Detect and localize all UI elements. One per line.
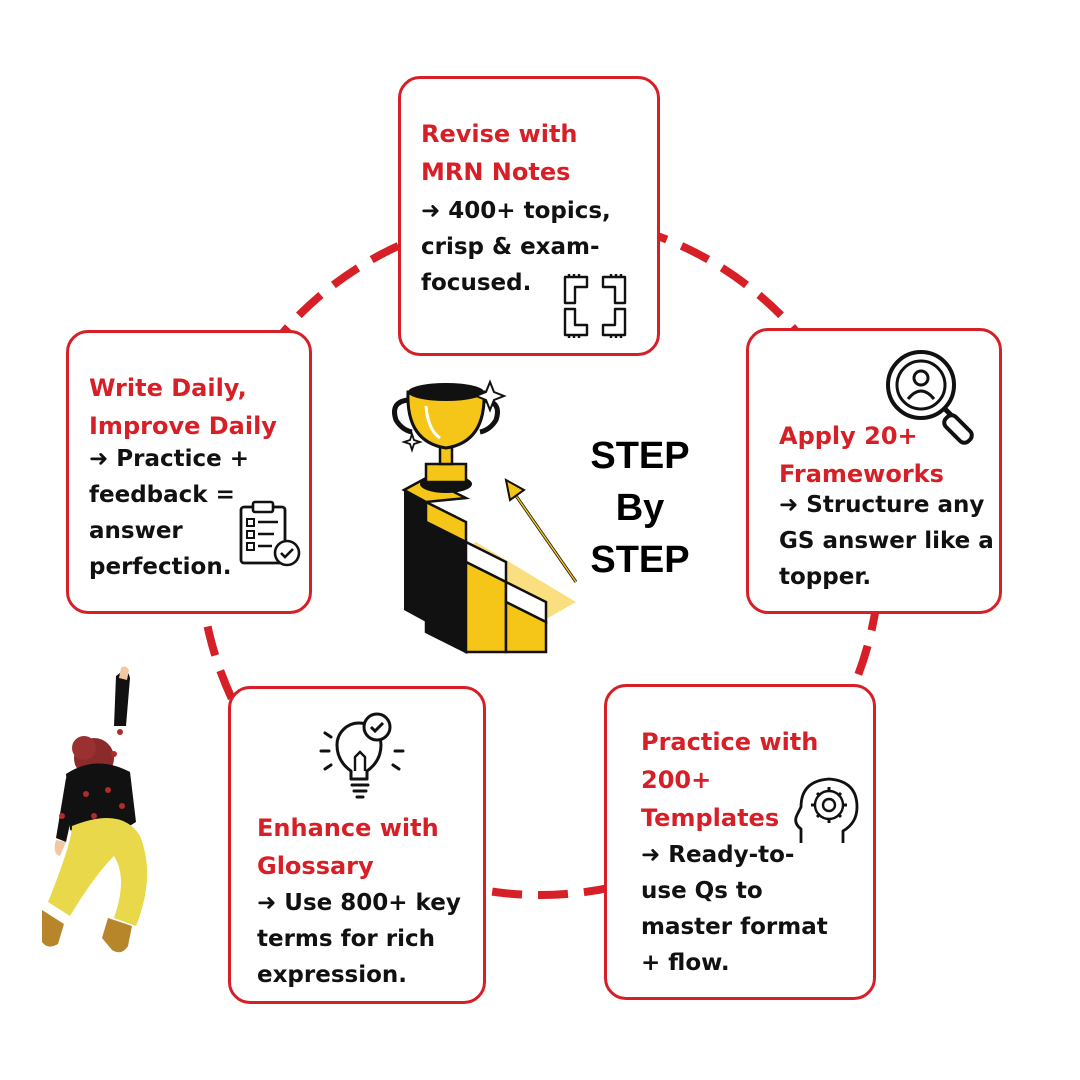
clipboard-check-icon <box>239 500 301 567</box>
step-title-write: Write Daily, Improve Daily <box>89 374 277 440</box>
step-title-glossary: Enhance with Glossary <box>257 814 439 880</box>
step-title-revise: Revise with MRN Notes <box>421 120 578 186</box>
step-desc-glossary: ➜ Use 800+ key terms for rich expression… <box>257 890 461 988</box>
step-card-glossary: Enhance with Glossary ➜ Use 800+ key ter… <box>228 686 486 1004</box>
step-title-frameworks: Apply 20+ Frameworks <box>779 422 944 488</box>
step-card-revise: Revise with MRN Notes ➜ 400+ topics, cri… <box>398 76 660 356</box>
jumping-person-illustration <box>42 666 148 953</box>
trophy-stairs-icon <box>392 379 578 655</box>
lightbulb-check-icon <box>319 712 405 799</box>
step-card-templates: Practice with 200+ Templates ➜ Ready-to-… <box>604 684 876 1000</box>
step-card-write: Write Daily, Improve Daily ➜ Practice + … <box>66 330 312 614</box>
step-card-frameworks: Apply 20+ Frameworks ➜ Structure any GS … <box>746 328 1002 614</box>
magnifier-person-icon <box>886 350 974 445</box>
brain-gear-head-icon <box>794 777 859 843</box>
step-desc-revise: ➜ 400+ topics, crisp & exam- focused. <box>421 198 611 296</box>
step-by-step-label: STEP By STEP <box>590 435 690 581</box>
teamwork-hands-icon <box>563 274 627 338</box>
step-desc-write: ➜ Practice + feedback = answer perfectio… <box>89 446 250 580</box>
step-title-templates: Practice with 200+ Templates <box>641 728 819 832</box>
step-desc-templates: ➜ Ready-to- use Qs to master format + fl… <box>641 842 828 976</box>
step-desc-frameworks: ➜ Structure any GS answer like a topper. <box>779 492 994 590</box>
